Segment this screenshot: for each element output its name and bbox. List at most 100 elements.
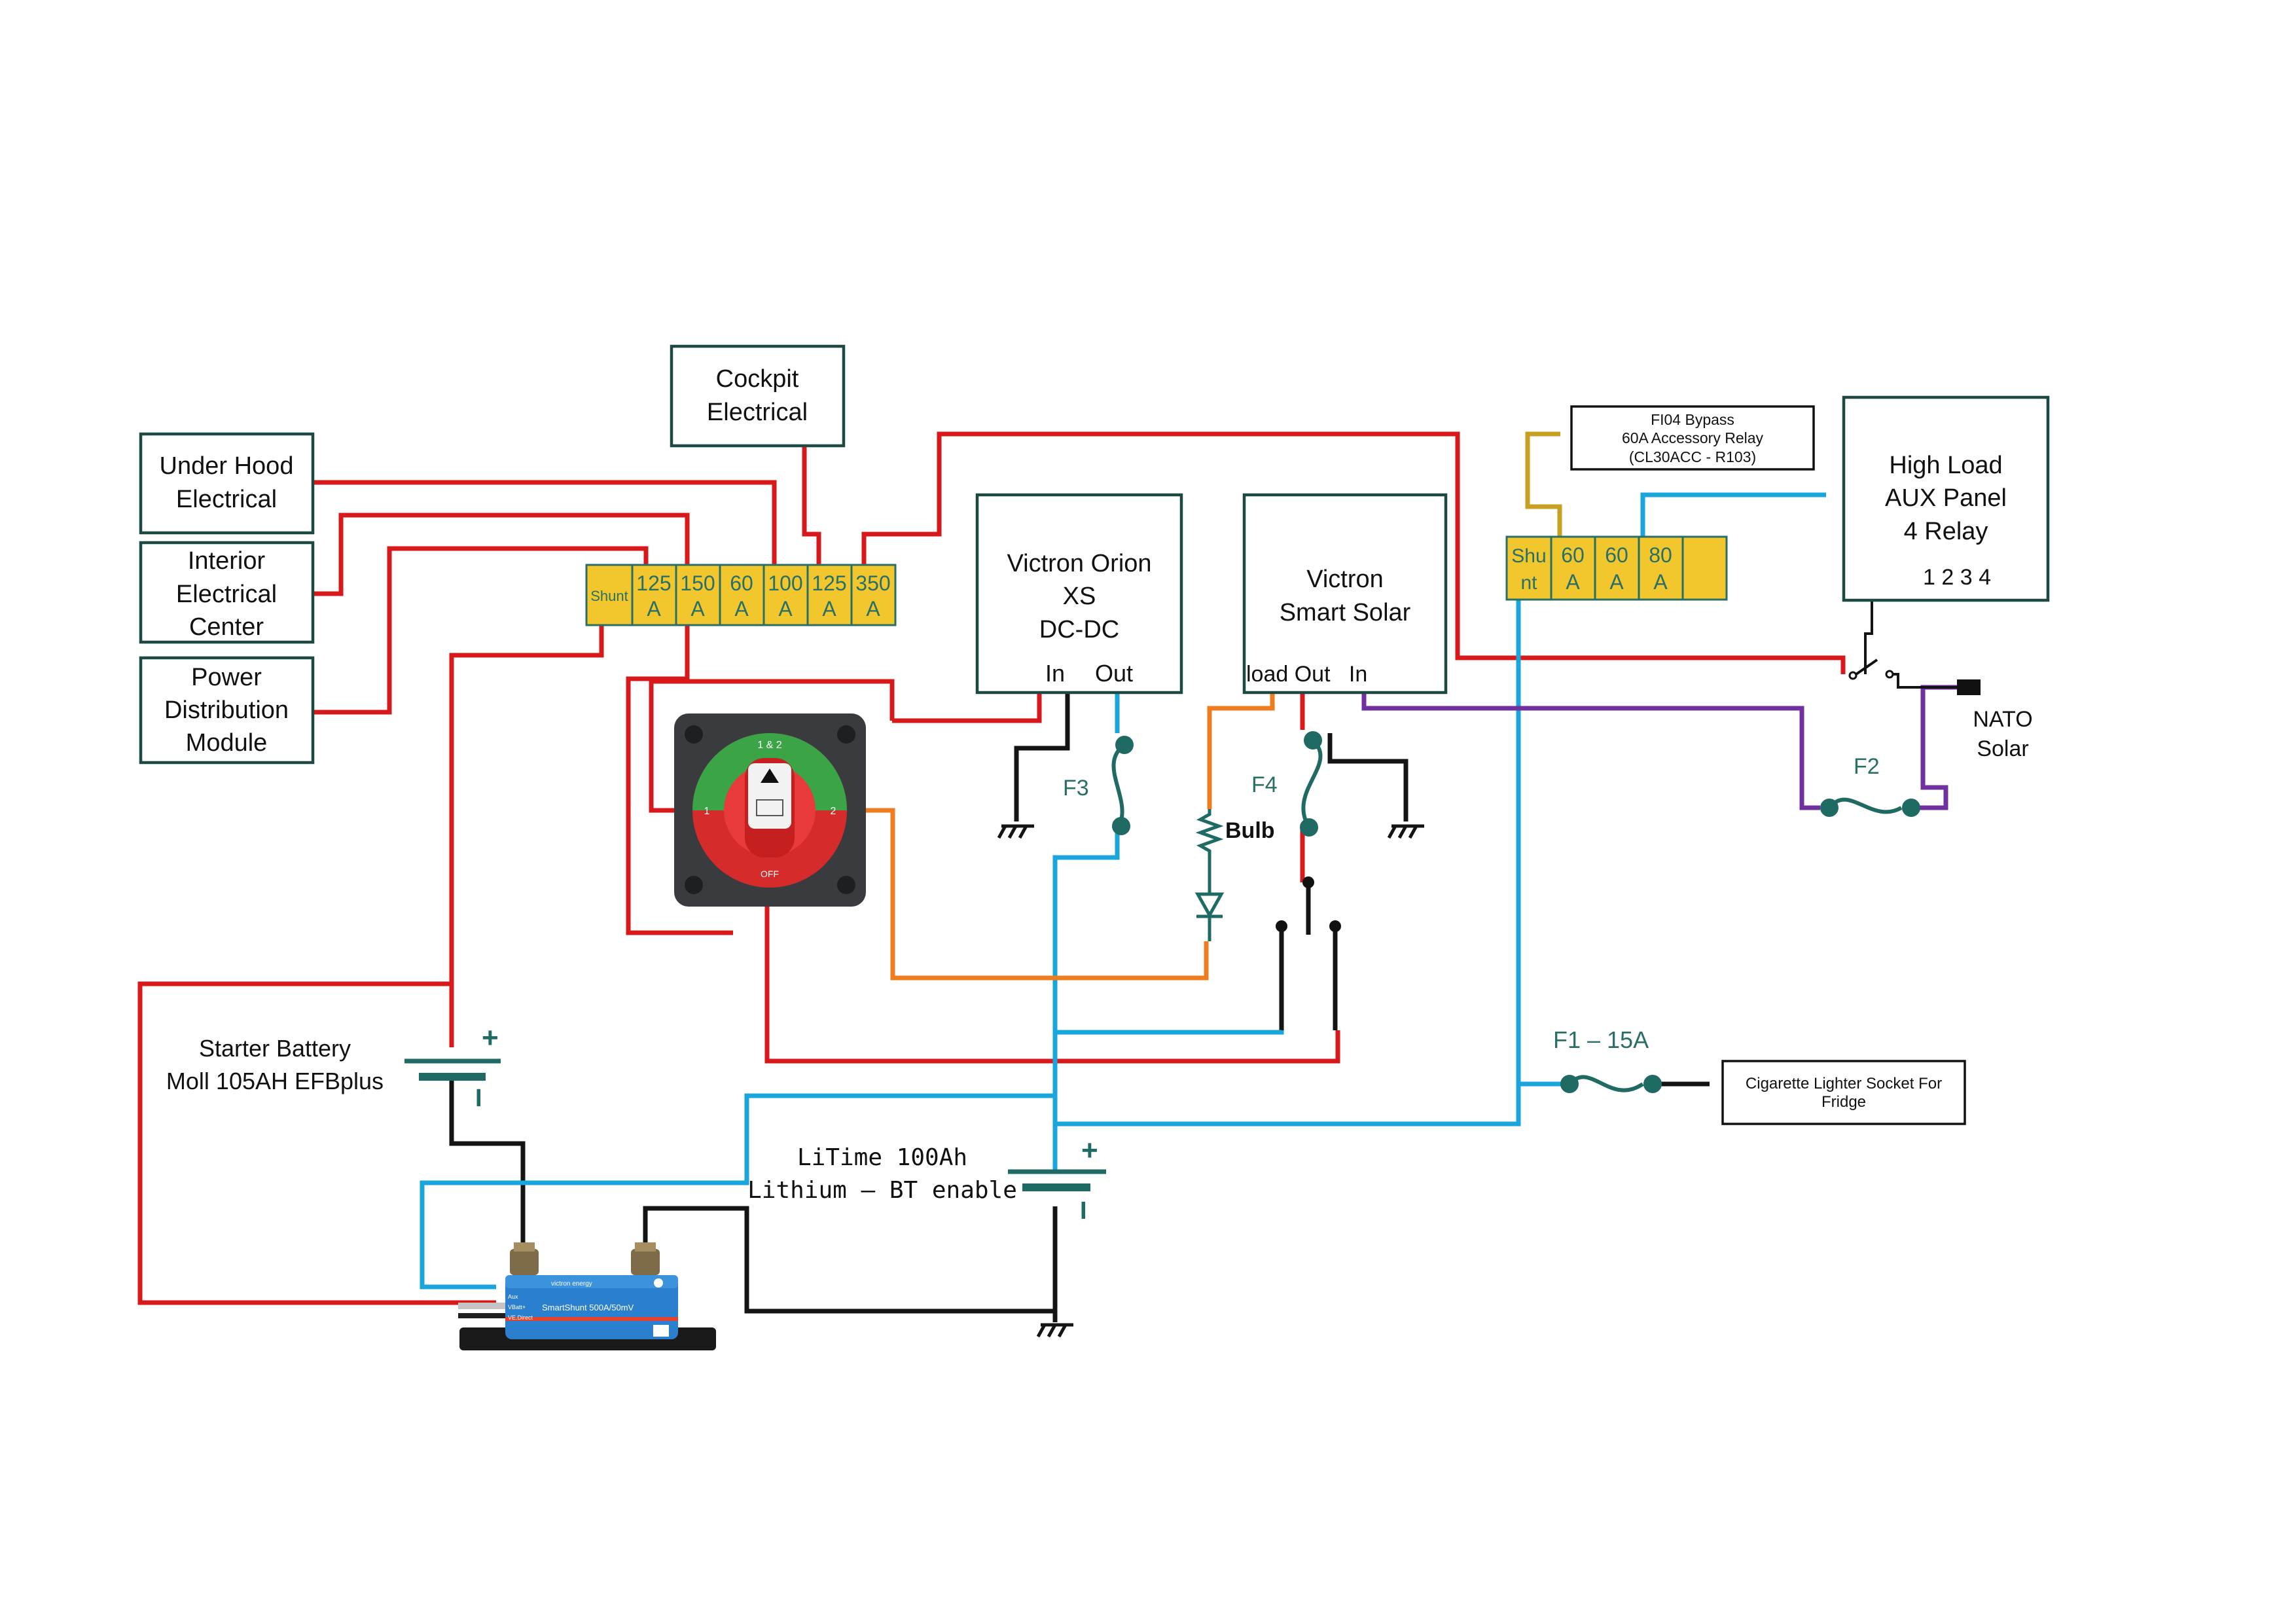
wire-shunt-to-starter	[449, 625, 604, 1022]
wire-switch-common	[764, 901, 1340, 1064]
ground-icon-solar	[1387, 824, 1424, 839]
fuse-block-right-shunt-top: Shu	[1511, 545, 1546, 567]
fuse-slot-3	[719, 564, 765, 626]
high-load-line-3: 4 Relay	[1904, 518, 1988, 545]
cigarette-socket-box: Cigarette Lighter Socket For Fridge	[1721, 1060, 1966, 1125]
starter-minus: I	[475, 1085, 482, 1112]
right-fuse-slot-3-top: 80	[1649, 543, 1672, 567]
wire-aux-panel-feed	[1640, 492, 1826, 537]
solar-box: Victron Smart Solar load Out In	[1242, 493, 1448, 695]
fuse-slot-6-top: 350	[855, 571, 890, 595]
fuse-slot-6-bottom: A	[866, 597, 880, 621]
fi04-line-2: 60A Accessory Relay	[1622, 429, 1764, 446]
solar-ports-label: load Out In	[1246, 662, 1367, 687]
wire-litime-to-right-shunt	[1055, 586, 1521, 1127]
high-load-line-2: AUX Panel	[1885, 484, 2007, 512]
fuse-slot-1-bottom: A	[647, 597, 661, 621]
fuse-slot-5-bottom: A	[822, 597, 836, 621]
high-load-line-1: High Load	[1889, 452, 2002, 479]
bulb-label: Bulb	[1225, 818, 1275, 843]
pdm-box: Power Distribution Module	[139, 656, 315, 765]
wire-orion-gnd	[1014, 693, 1070, 821]
switch-battery-icon	[756, 799, 783, 816]
wire-pdm	[314, 546, 649, 715]
wire-150a-to-switch	[626, 625, 733, 935]
litime-line-2: Lithium – BT enable	[747, 1177, 1017, 1204]
fuse-icon-f1	[1560, 1075, 1662, 1093]
wire-shunt-load	[643, 1206, 1055, 1314]
fuse-slot-4-top: 100	[768, 571, 802, 595]
fuse-slot-3-bottom: A	[734, 597, 749, 621]
fuse-block-left-shunt-label: Shunt	[590, 588, 628, 604]
fuse-icon-f4	[1300, 731, 1323, 837]
relay-switch-icon	[1848, 659, 1894, 680]
orion-line-3: DC-DC	[1039, 616, 1119, 643]
wire-starter-neg	[449, 1100, 526, 1250]
fi04-line-3: (CL30ACC - R103)	[1629, 448, 1756, 465]
right-fuse-slot-3-bottom: A	[1653, 570, 1668, 594]
cig-line-1: Cigarette Lighter Socket For	[1746, 1075, 1942, 1092]
fuse-slot-5	[806, 564, 853, 626]
wire-under-hood	[313, 480, 777, 571]
litime-line-1: LiTime 100Ah	[797, 1144, 967, 1171]
ground-icon-litime	[1036, 1323, 1073, 1338]
diode-icon	[1194, 892, 1225, 941]
fuse-slot-4	[762, 564, 809, 626]
fuse-slot-1	[631, 564, 677, 626]
starter-battery-line-1: Starter Battery	[199, 1035, 351, 1062]
right-fuse-slot-1-top: 60	[1561, 543, 1585, 567]
fuse-icon-f3	[1111, 736, 1134, 835]
cockpit-line-2: Electrical	[707, 399, 808, 426]
right-fuse-slot-2-bottom: A	[1609, 570, 1624, 594]
wire-switch-2	[864, 808, 1209, 981]
fuse-block-right-shunt	[1505, 535, 1552, 601]
orion-box: Victron Orion XS DC-DC In Out	[975, 493, 1183, 695]
fi04-line-1: FI04 Bypass	[1651, 411, 1734, 428]
wire-contact-blue	[1055, 1030, 1284, 1035]
wire-load-out	[1207, 693, 1275, 809]
under-hood-line-2: Electrical	[176, 486, 277, 513]
switch-label-off: OFF	[761, 869, 779, 879]
f2-label: F2	[1854, 754, 1880, 779]
orion-line-1: Victron Orion	[1007, 550, 1151, 577]
relay-contacts	[1276, 876, 1341, 932]
nato-connector-icon	[1957, 679, 1981, 695]
wire-fi04	[1525, 431, 1562, 537]
interior-line-1: Interior	[188, 547, 266, 575]
f1-label: F1 – 15A	[1553, 1026, 1649, 1053]
fuse-slot-2-top: 150	[680, 571, 715, 595]
fuse-slot-2	[675, 564, 721, 626]
shunt-pin-aux: Aux	[508, 1293, 518, 1300]
litime-plus: +	[1081, 1134, 1098, 1166]
wires	[137, 431, 1957, 1322]
wire-interior	[314, 513, 690, 596]
wire-orion-in	[892, 693, 1042, 723]
solar-line-2: Smart Solar	[1280, 599, 1411, 626]
wire-orion-in-to-switch	[649, 679, 895, 813]
battery-icon-starter: + I	[404, 1022, 501, 1112]
starter-battery-line-2: Moll 105AH EFBplus	[166, 1068, 384, 1094]
cockpit-box: Cockpit Electrical	[670, 344, 846, 448]
pdm-line-3: Module	[186, 729, 268, 757]
f3-label: F3	[1063, 776, 1089, 801]
resistor-icon	[1195, 809, 1224, 894]
high-load-box: High Load AUX Panel 4 Relay 1 2 3 4	[1842, 395, 2050, 602]
nato-label-1: NATO	[1973, 707, 2032, 732]
shunt-pin-vedirect: VE.Direct	[508, 1314, 533, 1321]
fuse-slot-3-top: 60	[730, 571, 753, 595]
litime-minus: I	[1080, 1197, 1087, 1225]
wire-cockpit	[802, 446, 821, 571]
wire-orion-out-low	[1052, 826, 1120, 1150]
interior-line-3: Center	[189, 613, 264, 641]
battery-switch-icon[interactable]: 1 & 2 1 2 OFF	[674, 713, 866, 907]
orion-line-2: XS	[1063, 583, 1096, 610]
wire-nato	[1911, 685, 1957, 810]
switch-arrow-icon	[761, 768, 779, 783]
fuse-block-left: Shunt 125 A 150 A 60 A 100 A 125 A 350 A	[585, 564, 897, 626]
fuse-block-right-shunt-bottom: nt	[1520, 572, 1537, 594]
under-hood-line-1: Under Hood	[160, 452, 294, 480]
fuse-slot-5-top: 125	[812, 571, 846, 595]
wire-solar-gnd	[1327, 733, 1408, 821]
fuse-slot-2-bottom: A	[691, 597, 705, 621]
